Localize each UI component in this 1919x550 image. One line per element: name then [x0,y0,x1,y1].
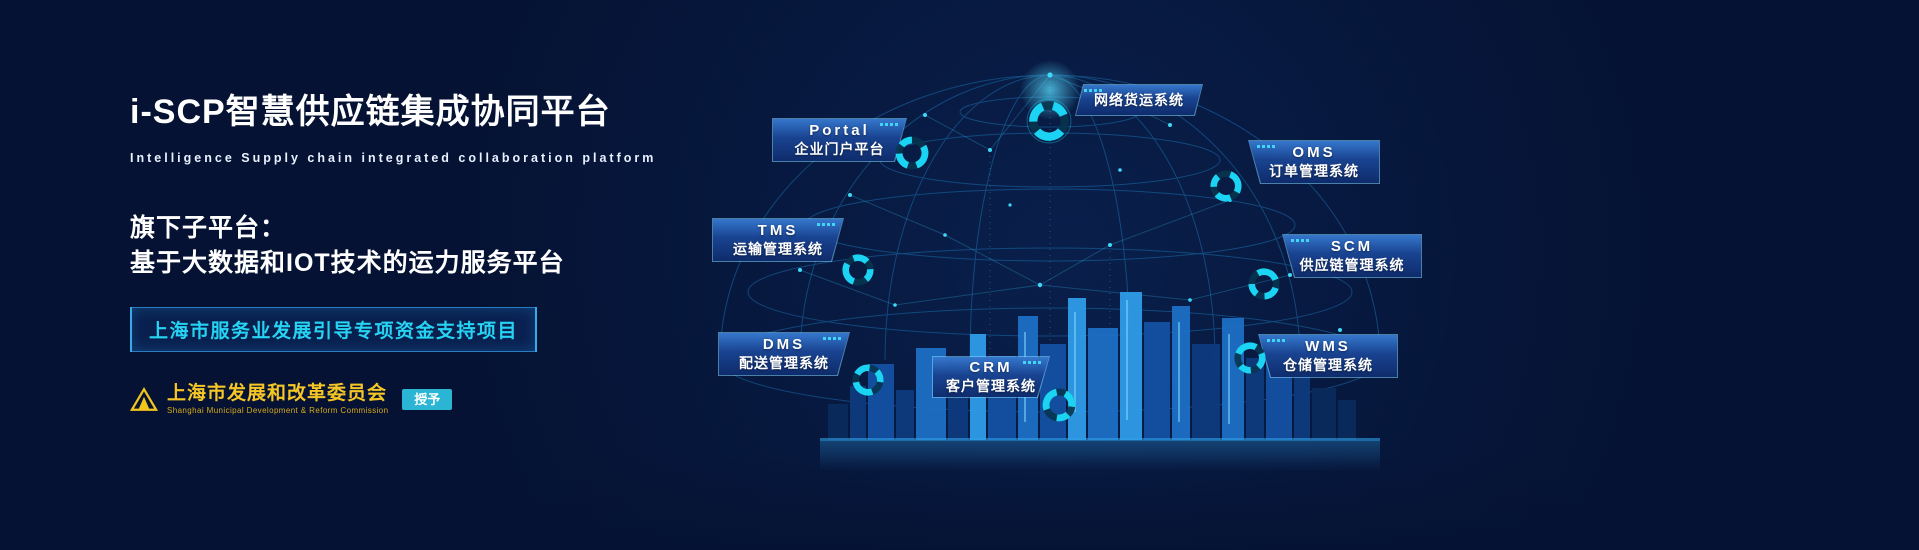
dots-icon [823,337,841,340]
system-node-freight: 网络货运系统 [1026,84,1203,144]
system-node-oms: OMS 订单管理系统 [1210,140,1380,202]
ring-icon [895,136,929,170]
ring-icon [1042,388,1076,422]
sub-platform-name: 基于大数据和IOT技术的运力服务平台 [130,249,565,277]
node-code: SCM [1330,237,1374,255]
system-node-portal: Portal 企业门户平台 [772,118,929,170]
dots-icon [817,223,835,226]
node-tag: WMS 仓储管理系统 [1258,334,1398,378]
hero-text-block: i-SCP智慧供应链集成协同平台 Intelligence Supply cha… [130,84,750,415]
node-tag: 网络货运系统 [1075,84,1203,116]
page-subtitle: Intelligence Supply chain integrated col… [130,151,657,165]
node-code: WMS [1305,337,1351,355]
dots-icon [1257,145,1275,148]
authority-name-en: Shanghai Municipal Development & Reform … [167,406,389,415]
ring-icon [1234,342,1266,374]
node-tag: DMS 配送管理系统 [718,332,850,376]
dots-icon [1267,339,1285,342]
dots-icon [1023,361,1041,364]
node-tag: SCM 供应链管理系统 [1282,234,1422,278]
authority-name: 上海市发展和改革委员会 [167,383,388,404]
system-node-tms: TMS 运输管理系统 [712,218,874,286]
node-code: Portal [809,121,870,139]
dots-icon [880,123,898,126]
system-node-wms: WMS 仓储管理系统 [1234,334,1398,378]
sub-platform-block: 旗下子平台： 基于大数据和IOT技术的运力服务平台 [130,211,750,281]
authority-names: 上海市发展和改革委员会 Shanghai Municipal Developme… [167,384,388,415]
node-tag: Portal 企业门户平台 [772,118,907,162]
funding-project-badge: 上海市服务业发展引导专项资金支持项目 [130,307,538,352]
node-label: 配送管理系统 [739,355,829,372]
node-code: DMS [762,335,806,353]
funding-project-text: 上海市服务业发展引导专项资金支持项目 [149,321,519,342]
node-code: OMS [1292,143,1336,161]
node-code: CRM [969,358,1013,376]
system-node-scm: SCM 供应链管理系统 [1248,234,1422,300]
authority-logo-icon [130,387,158,411]
award-badge: 授予 [402,389,453,410]
system-node-dms: DMS 配送管理系统 [718,332,884,396]
node-tag: TMS 运输管理系统 [712,218,844,262]
ring-icon [842,254,874,286]
sub-platform-label: 旗下子平台： [130,214,287,242]
node-tag: OMS 订单管理系统 [1248,140,1380,184]
node-label: 订单管理系统 [1269,163,1359,180]
ring-icon [1026,98,1072,144]
dots-icon [1291,239,1309,242]
page-title: i-SCP智慧供应链集成协同平台 [130,93,611,131]
authority-row: 上海市发展和改革委员会 Shanghai Municipal Developme… [130,384,750,415]
node-label: 企业门户平台 [794,141,885,158]
node-tag: CRM 客户管理系统 [932,356,1050,398]
ring-icon [1248,268,1280,300]
ring-icon [1210,170,1242,202]
node-label: 供应链管理系统 [1299,257,1405,274]
node-label: 运输管理系统 [733,241,823,258]
dots-icon [1084,89,1102,92]
ring-icon [852,364,884,396]
node-label: 客户管理系统 [946,378,1036,395]
node-label: 网络货运系统 [1094,91,1184,108]
node-code: TMS [757,221,799,239]
node-label: 仓储管理系统 [1283,357,1373,374]
bottom-fade-overlay [0,455,1919,550]
system-node-crm: CRM 客户管理系统 [932,356,1076,422]
